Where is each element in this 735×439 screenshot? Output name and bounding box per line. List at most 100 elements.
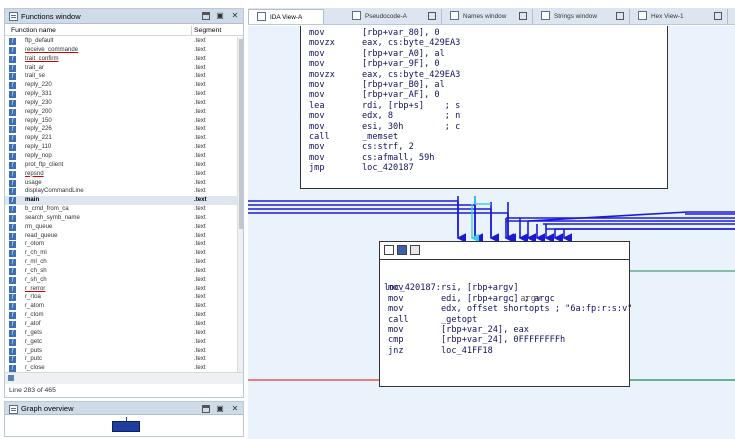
tab-close-icon[interactable] [714, 12, 722, 20]
close-icon[interactable]: ✕ [231, 11, 239, 20]
function-name: usage [25, 178, 42, 186]
close-icon[interactable]: ✕ [231, 404, 239, 413]
functions-window-titlebar[interactable]: Functions window ▣ ✕ [5, 9, 243, 24]
tab-hex-view-1[interactable]: Hex View-1 [630, 9, 728, 24]
code-line[interactable]: mov[rbp+var_24], eax [380, 325, 529, 335]
block-list-icon[interactable] [410, 245, 420, 255]
function-segment: .text [194, 249, 206, 257]
function-segment: .text [194, 284, 206, 292]
function-name: ftp_default [25, 37, 54, 44]
function-segment: .text [194, 320, 206, 327]
tab-strings-window[interactable]: Strings window [533, 9, 630, 24]
tab-pseudocode-a[interactable]: Pseudocode-A [344, 9, 442, 24]
horizontal-scrollbar[interactable] [5, 372, 243, 384]
function-segment: .text [194, 337, 206, 345]
column-header-segment[interactable]: Segment [194, 27, 222, 34]
column-divider[interactable] [191, 26, 192, 35]
function-segment: .text [194, 107, 206, 115]
block-graph-icon[interactable] [397, 245, 407, 255]
column-header-function-name[interactable]: Function name [11, 27, 56, 34]
code-label[interactable]: loc_420187: [384, 283, 441, 294]
float-window-icon[interactable] [202, 12, 210, 20]
block-color-icon[interactable] [384, 245, 394, 255]
function-icon: f [9, 250, 16, 258]
function-icon: f [9, 99, 16, 107]
float-window-icon[interactable] [202, 405, 210, 413]
code-operands: edi, [rbp+argc] ; argc [441, 293, 555, 304]
function-segment: .text [194, 90, 206, 98]
graph-overview-viewport[interactable] [112, 417, 140, 432]
pin-window-icon[interactable]: ▣ [216, 11, 224, 20]
function-name: r_getc [25, 337, 42, 345]
function-segment: .text [194, 302, 206, 310]
function-icon: f [9, 82, 16, 90]
function-segment: .text [194, 169, 206, 177]
tab-close-icon[interactable] [519, 12, 527, 20]
function-icon: f [9, 232, 16, 240]
function-segment: .text [194, 72, 206, 80]
tab-close-icon[interactable] [616, 12, 624, 20]
function-icon: f [9, 38, 16, 45]
code-line[interactable]: cmp[rbp+var_24], 0FFFFFFFFh [380, 335, 565, 345]
graph-overview-titlebar[interactable]: Graph overview ▣ ✕ [5, 402, 243, 415]
scroll-left-icon[interactable] [8, 375, 14, 381]
pin-window-icon[interactable]: ▣ [216, 404, 224, 413]
function-icon: f [9, 312, 16, 320]
function-segment: .text [194, 54, 206, 62]
code-mnemonic: mov [309, 48, 325, 59]
tab-close-icon[interactable] [428, 12, 436, 20]
tab-names-window[interactable]: Names window [442, 9, 533, 24]
tab-ida-view-a[interactable]: IDA View-A [248, 9, 324, 24]
edge-bundle [248, 196, 735, 243]
code-operands: [rbp+var_9F], 0 [362, 59, 440, 70]
vertical-scrollbar[interactable] [237, 37, 243, 372]
scrollbar-thumb[interactable] [239, 39, 243, 229]
code-line[interactable]: call_getopt [380, 315, 477, 325]
